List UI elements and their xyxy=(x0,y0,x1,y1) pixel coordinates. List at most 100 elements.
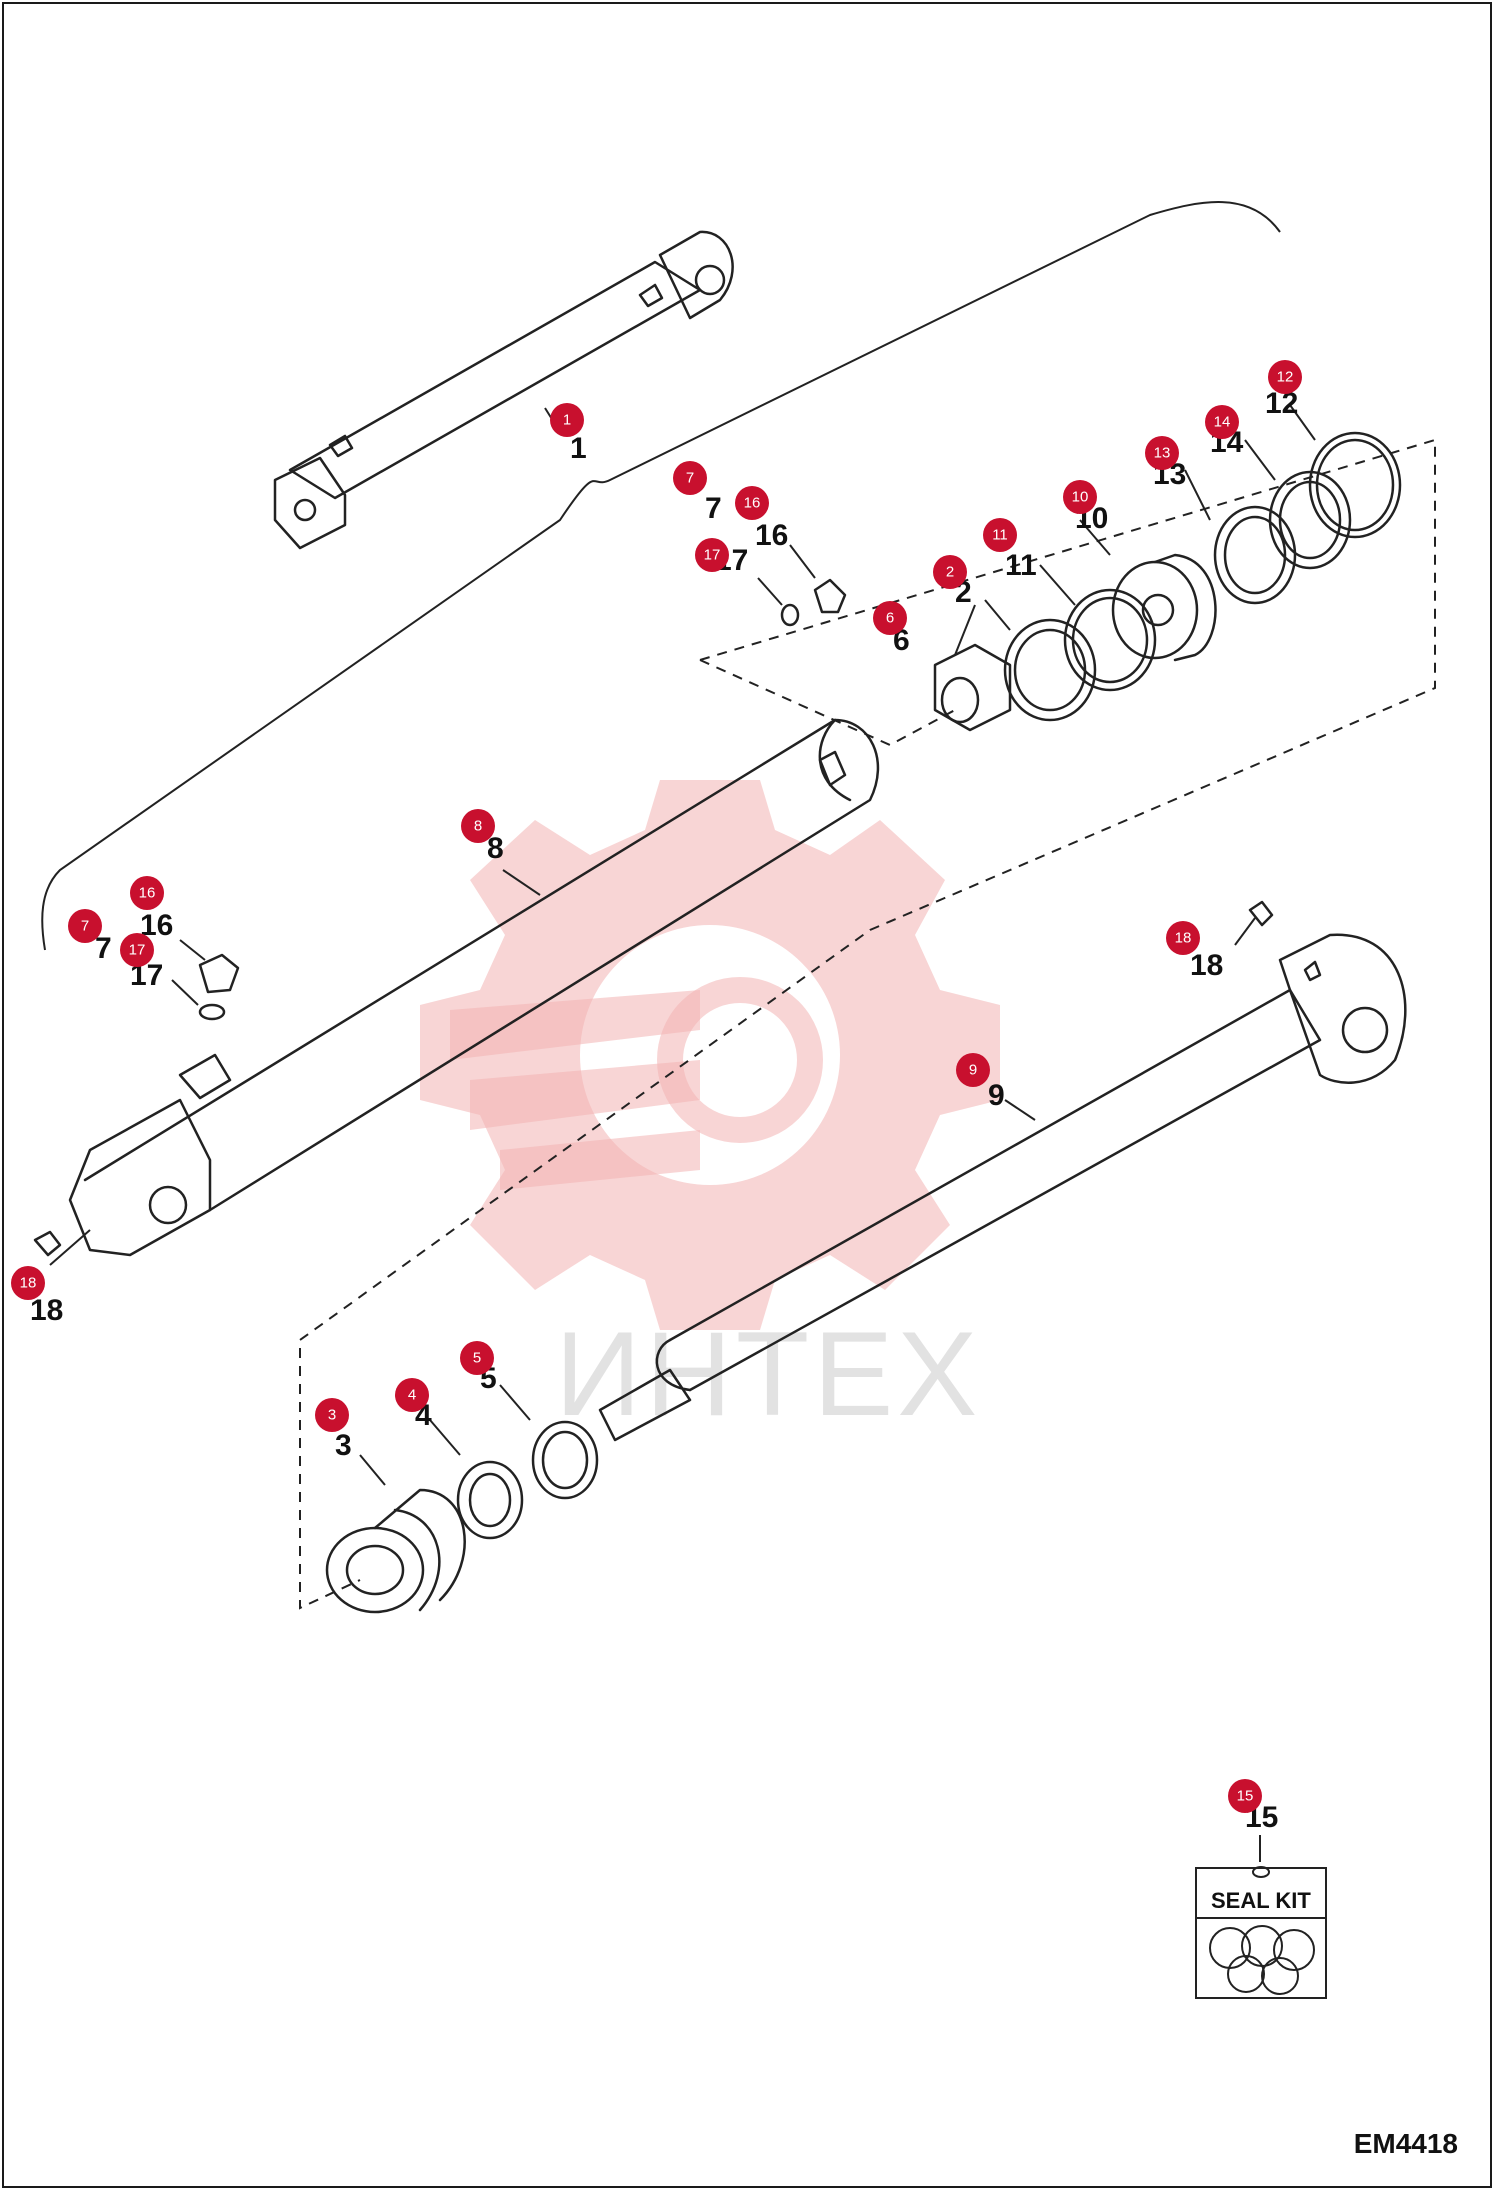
callout-badge: 15 xyxy=(1228,1779,1262,1813)
badge-number: 5 xyxy=(473,1350,481,1367)
explode-line-upper xyxy=(299,438,1436,1610)
callout-badge: 3 xyxy=(315,1398,349,1432)
oring-17-upper xyxy=(780,603,800,627)
seal-kit-box: SEAL KIT xyxy=(1195,1866,1327,1999)
part-number-label: 11 xyxy=(1005,549,1037,582)
watermark-gear-icon xyxy=(420,780,1000,1330)
callout-badge: 5 xyxy=(460,1341,494,1375)
badge-circle xyxy=(695,538,729,572)
assembled-cylinder xyxy=(273,230,734,550)
badge-circle xyxy=(933,555,967,589)
fitting-16-lower xyxy=(198,953,240,994)
badge-circle xyxy=(735,486,769,520)
badge-circle xyxy=(120,933,154,967)
callout-badge: 7 xyxy=(673,461,707,495)
drawing-code: EM4418 xyxy=(1353,2128,1458,2159)
badge-number: 17 xyxy=(704,547,721,564)
callout-badge: 10 xyxy=(1063,480,1097,514)
badge-number: 7 xyxy=(686,470,694,487)
callout-badge: 13 xyxy=(1145,436,1179,470)
callout-badge: 16 xyxy=(735,486,769,520)
badge-circle xyxy=(1145,436,1179,470)
ring-13-inner xyxy=(1223,515,1287,595)
badge-number: 16 xyxy=(744,495,761,512)
gland-nut-hole xyxy=(940,676,980,724)
badge-circle xyxy=(395,1378,429,1412)
badge-circle xyxy=(315,1398,349,1432)
badge-number: 12 xyxy=(1277,369,1294,386)
part-number-label: 3 xyxy=(335,1429,352,1462)
badge-number: 9 xyxy=(969,1062,977,1079)
badge-number: 11 xyxy=(992,527,1008,544)
part-number-label: 1 xyxy=(570,432,587,465)
badge-circle xyxy=(1063,480,1097,514)
badge-number: 13 xyxy=(1154,445,1171,462)
callout-badge: 14 xyxy=(1205,405,1239,439)
callout-badge: 18 xyxy=(11,1266,45,1300)
assembly-link-curve xyxy=(41,201,1281,951)
badge-circle xyxy=(130,876,164,910)
fitting-18-upper xyxy=(1248,900,1274,927)
badge-number: 14 xyxy=(1214,414,1231,431)
ring-4 xyxy=(456,1460,524,1540)
callout-badge: 7 xyxy=(68,909,102,943)
callout-badge: 17 xyxy=(695,538,729,572)
ring-11-inner xyxy=(1071,596,1149,684)
callout-badge: 2 xyxy=(933,555,967,589)
callout-badge: 17 xyxy=(120,933,154,967)
ring-4-inner xyxy=(468,1472,512,1528)
badge-number: 10 xyxy=(1072,489,1089,506)
ring-13 xyxy=(1213,505,1297,605)
badge-circle xyxy=(461,809,495,843)
badge-circle xyxy=(673,461,707,495)
badge-circle xyxy=(1166,921,1200,955)
fitting-16-upper xyxy=(813,578,847,614)
callout-badge: 11 xyxy=(983,518,1017,552)
badge-number: 4 xyxy=(408,1387,416,1404)
explode-line-front xyxy=(699,659,956,747)
leader-lines xyxy=(49,404,1316,1862)
badge-number: 8 xyxy=(474,818,482,835)
badge-circle xyxy=(68,909,102,943)
badge-circle xyxy=(1205,405,1239,439)
oring-17-lower xyxy=(198,1003,226,1021)
cylinder-head xyxy=(1111,553,1217,662)
part-number-label: 7 xyxy=(95,932,112,965)
gland-nut xyxy=(933,643,1012,732)
ring-11 xyxy=(1063,588,1157,692)
part-number-label: 8 xyxy=(487,832,504,865)
badge-circle xyxy=(1228,1779,1262,1813)
callout-badge: 16 xyxy=(130,876,164,910)
badge-number: 15 xyxy=(1237,1788,1254,1805)
badge-number: 2 xyxy=(946,564,954,581)
part-number-label: 18 xyxy=(30,1294,63,1327)
badge-number: 16 xyxy=(139,885,156,902)
badge-circle xyxy=(460,1341,494,1375)
badge-number: 17 xyxy=(129,942,146,959)
ring-12-inner xyxy=(1315,438,1395,532)
watermark-text: ИНТЕХ xyxy=(555,1307,981,1441)
badge-circle xyxy=(1268,360,1302,394)
callout-badge: 8 xyxy=(461,809,495,843)
part-number-label: 7 xyxy=(705,492,722,525)
ring-5-inner xyxy=(541,1430,589,1490)
ring-2 xyxy=(1003,618,1097,722)
badge-circle xyxy=(956,1053,990,1087)
badge-circle xyxy=(550,403,584,437)
ring-12 xyxy=(1308,431,1402,539)
piston-rod xyxy=(598,933,1407,1442)
badge-number: 6 xyxy=(886,610,894,627)
badge-circle xyxy=(983,518,1017,552)
callout-badge: 12 xyxy=(1268,360,1302,394)
piston xyxy=(325,1488,466,1614)
part-number-label: 9 xyxy=(988,1079,1005,1112)
ring-14 xyxy=(1268,470,1352,570)
fitting-18-lower xyxy=(33,1230,62,1257)
cylinder-barrel xyxy=(68,718,880,1257)
badge-circle xyxy=(11,1266,45,1300)
callout-badge: 6 xyxy=(873,601,907,635)
callout-badge: 4 xyxy=(395,1378,429,1412)
seal-kit-label: SEAL KIT xyxy=(1211,1888,1311,1913)
